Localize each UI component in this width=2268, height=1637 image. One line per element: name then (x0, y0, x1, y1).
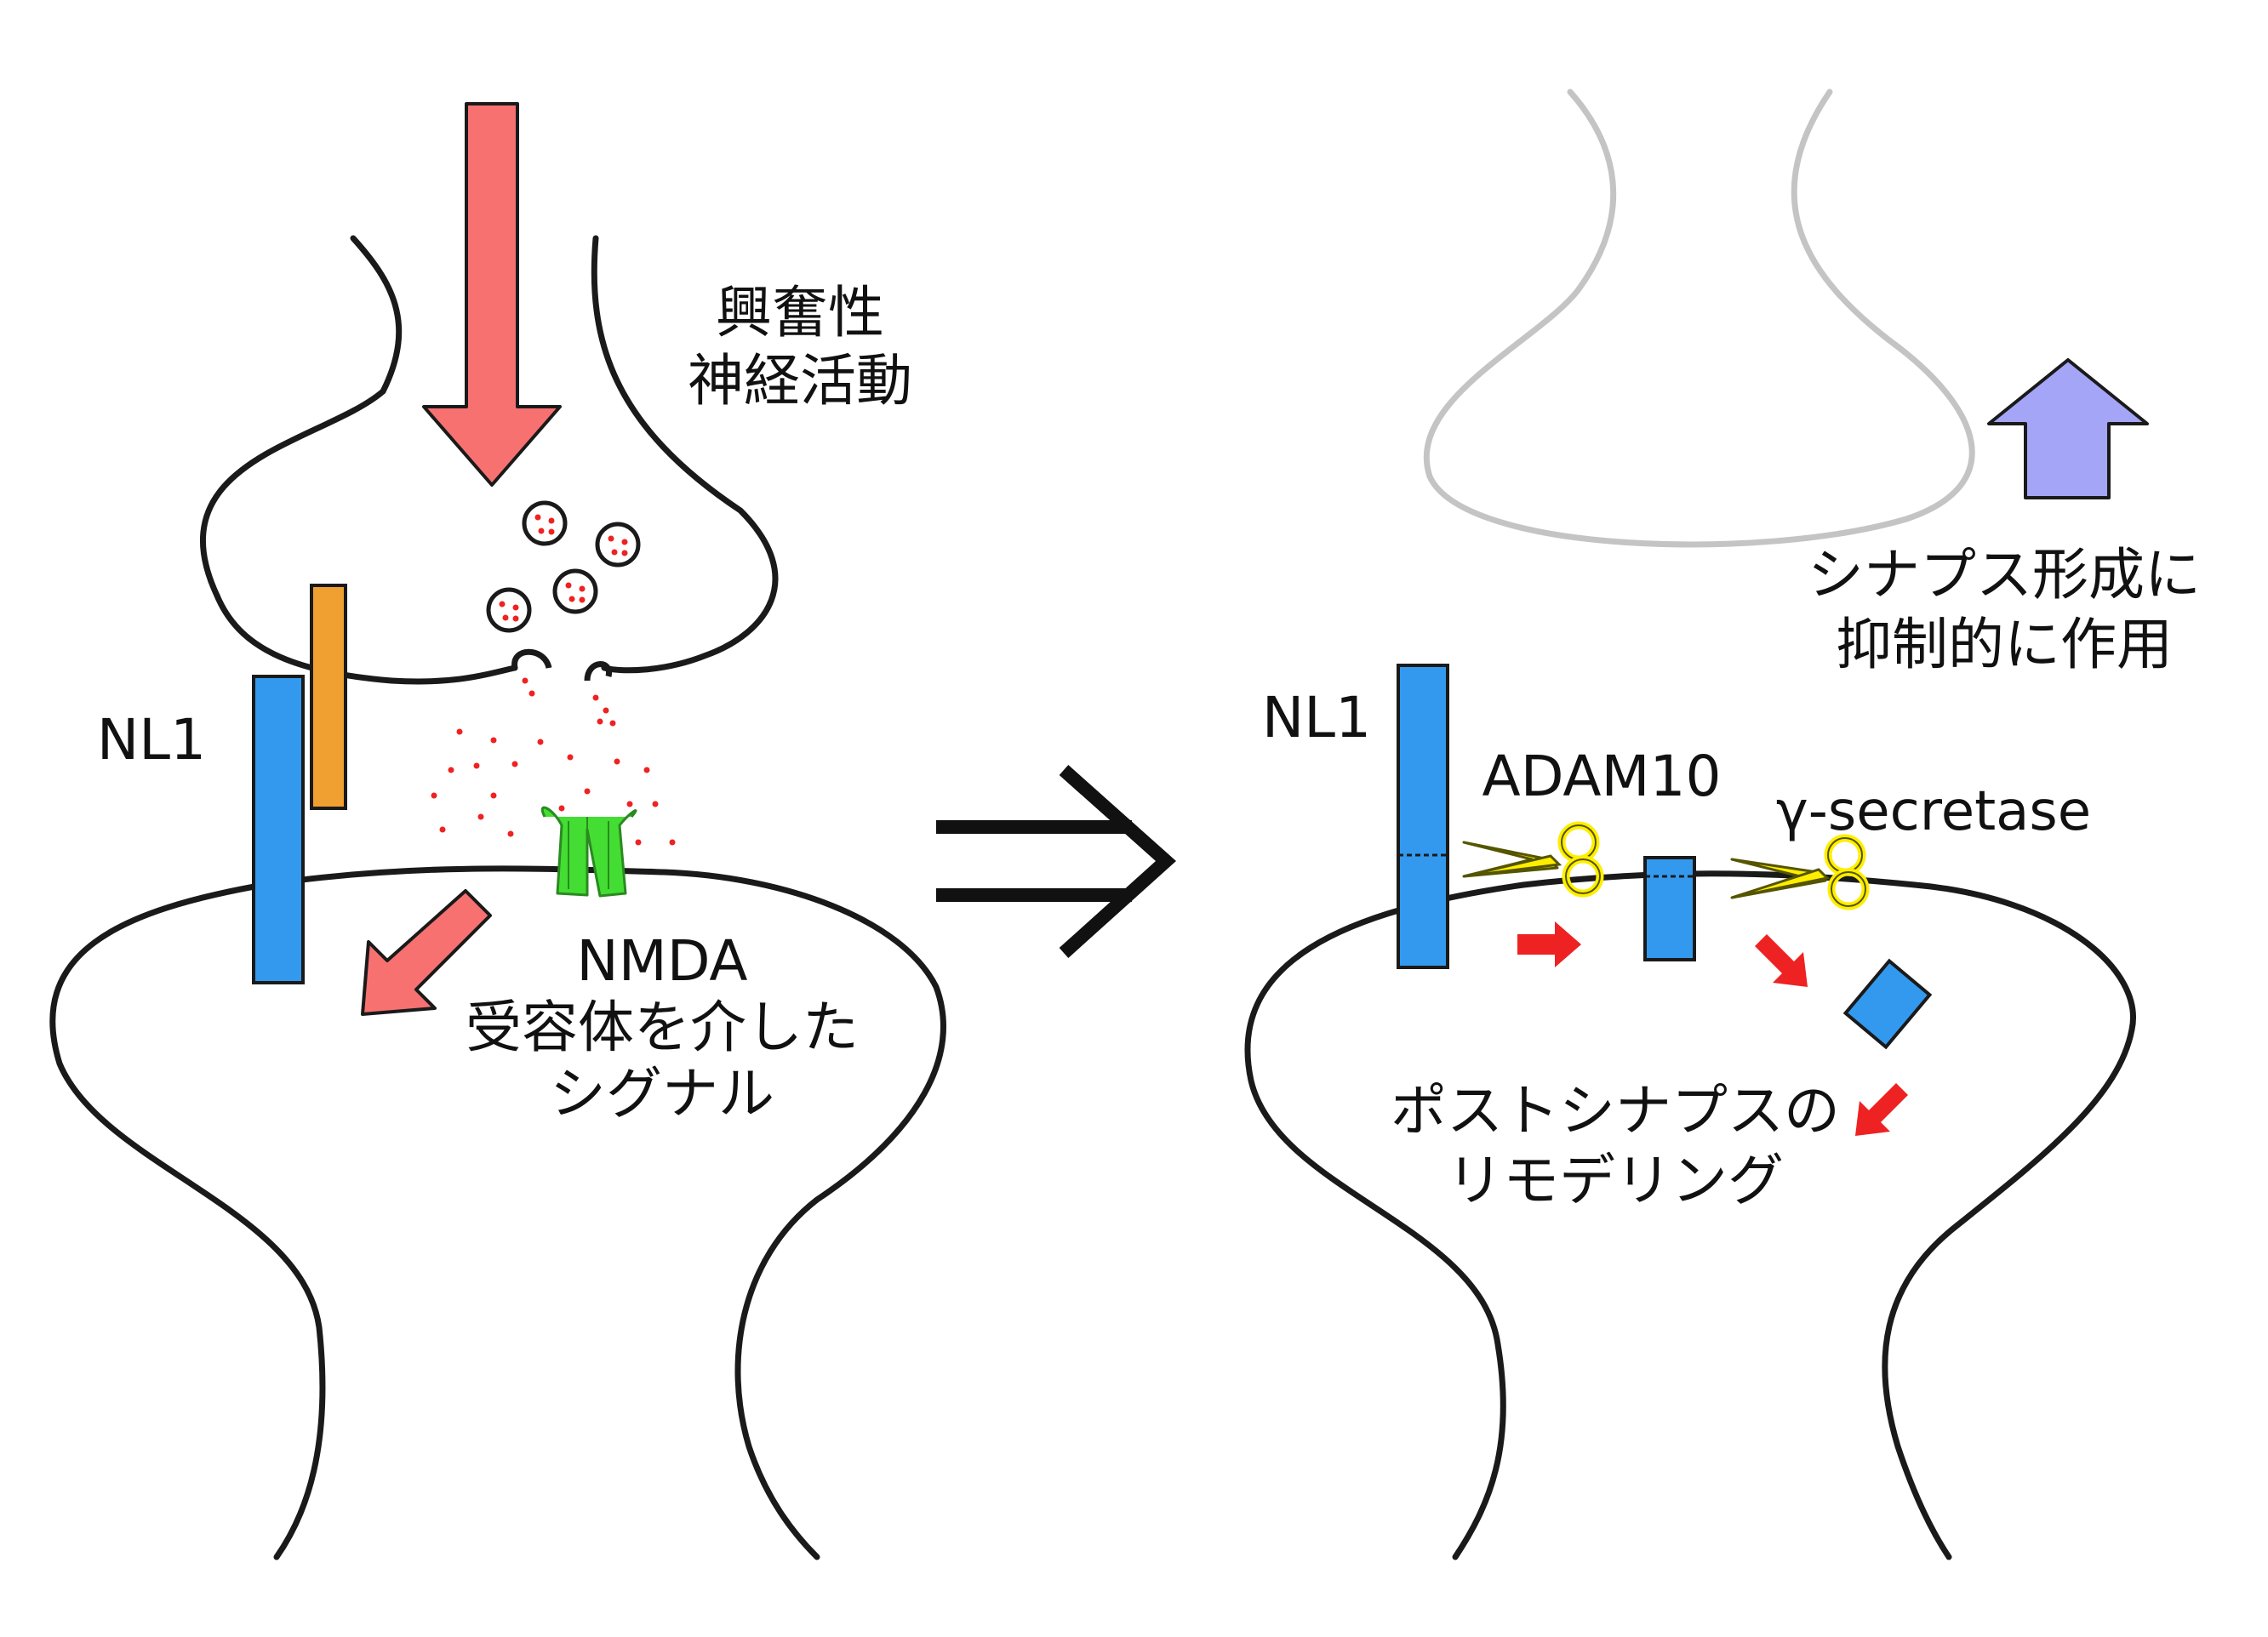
right-panel: シナプス形成に 抑制的に作用 NL1 ADAM10 γ-secretase ポス… (1244, 88, 2201, 1560)
synaptic-vesicles (486, 500, 641, 633)
nl1-protein (252, 675, 305, 984)
activity-label-line1: 興奮性 (716, 280, 884, 345)
presynaptic-partner-protein (310, 584, 347, 810)
adam10-scissors-icon (1462, 821, 1604, 898)
nl1-ctf-fragment (1643, 856, 1696, 961)
presynaptic-terminal (200, 235, 779, 685)
inhibit-arrow (1987, 358, 2149, 499)
nmda-label-line1: NMDA (576, 928, 747, 994)
neurotransmitters (431, 677, 676, 846)
implies-arrow (936, 765, 1176, 958)
remodel-label-line2: リモデリング (1447, 1148, 1784, 1213)
inhibit-label-line1: シナプス形成に (1808, 542, 2201, 607)
nmda-receptor (540, 806, 637, 898)
remodel-arrow (1855, 1083, 1908, 1136)
left-panel: 興奮性 神経活動 NL1 NMDA 受容体を介した シグナル (49, 102, 946, 1560)
release-site-2 (584, 661, 612, 682)
vesicle (595, 522, 641, 568)
postsynaptic-spine (49, 865, 946, 1560)
gamma-secretase-label: γ-secretase (1776, 780, 2091, 843)
inhibit-label-line2: 抑制的に作用 (1836, 612, 2173, 677)
activity-label-line2: 神経活動 (688, 348, 912, 414)
remodel-label-line1: ポストシナプスの (1391, 1078, 1840, 1144)
nl1-icd-fragment (1842, 958, 1933, 1050)
gamma-secretase-scissors-icon (1730, 834, 1870, 910)
faded-presynaptic-terminal (1423, 88, 1975, 548)
vesicle (522, 500, 568, 546)
activity-arrow (422, 102, 562, 487)
nmda-label-line2: 受容体を介した (466, 995, 859, 1060)
adam10-label: ADAM10 (1482, 744, 1722, 809)
nmda-label-line3: シグナル (550, 1061, 774, 1127)
postsynaptic-spine-right (1244, 870, 2136, 1560)
nmda-signal-arrow (361, 889, 492, 1016)
cleavage-arrow-2 (1755, 934, 1808, 987)
nl1-label-right: NL1 (1262, 685, 1371, 750)
vesicle (486, 587, 532, 633)
cleavage-arrow-1 (1517, 921, 1581, 967)
nl1-label-left: NL1 (97, 707, 206, 773)
vesicle (552, 568, 598, 614)
nl1-protein-right (1397, 664, 1449, 969)
release-site-1 (511, 648, 552, 670)
